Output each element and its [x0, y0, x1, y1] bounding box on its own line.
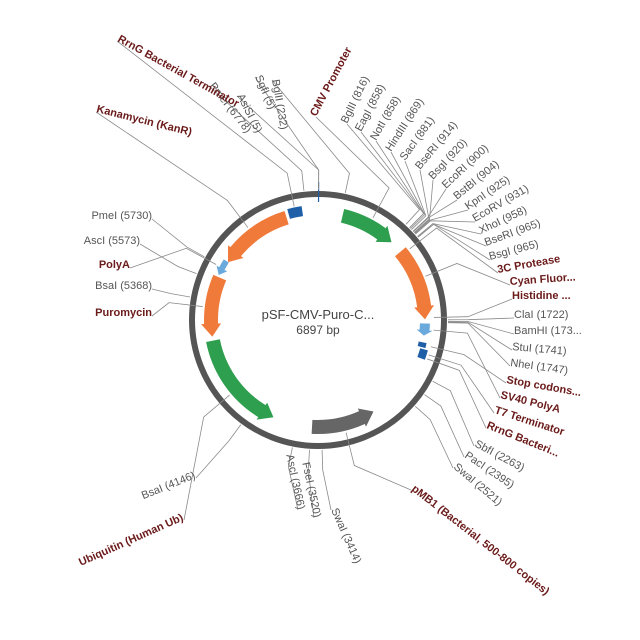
- leader-asci-5573: [139, 243, 197, 275]
- feature-t7: [417, 348, 428, 360]
- leader-cmv-label: [315, 116, 390, 219]
- site-label-clai-1722: ClaI (1722): [514, 309, 568, 321]
- leader-rrng1-label: [116, 40, 295, 207]
- site-label-pmei-5730: PmeI (5730): [91, 210, 152, 222]
- leader-stop-label: [430, 346, 507, 384]
- leader-pmei-5730: [151, 218, 205, 258]
- leader-bsai-5368: [151, 288, 191, 298]
- feature-label-ub-label: Ubiquitin (Human Ub): [77, 512, 185, 569]
- site-label-bsai-5368: BsaI (5368): [95, 280, 152, 292]
- site-label-nhei-1747: NheI (1747): [510, 357, 569, 377]
- feature-label-pmb1-label: pMB1 (Bacterial, 500-800 copies): [409, 483, 552, 598]
- leader-polya-label: [129, 247, 217, 269]
- leader-sbfi-2263: [432, 380, 475, 447]
- feature-polya: [216, 259, 229, 275]
- leader-bseri-914: [413, 169, 430, 233]
- feature-3c: [395, 247, 435, 320]
- leader-hindiii-869: [390, 151, 426, 229]
- site-label-bamhi-173: BamHI (173...: [514, 325, 582, 337]
- leader-puro-label: [151, 302, 203, 317]
- leader-kan-label: [95, 111, 249, 228]
- feature-label-rrng1-label: RrnG Bacterial Terminator: [116, 33, 242, 110]
- plasmid-length: 6897 bp: [296, 323, 340, 337]
- feature-puro: [201, 274, 227, 337]
- feature-label-his-label: Histidine ...: [512, 290, 571, 302]
- leader-bamhi-173: [447, 320, 515, 335]
- feature-rrng1: [287, 206, 304, 219]
- leader-paci-2395: [424, 394, 465, 458]
- site-label-asci-5573: AscI (5573): [84, 235, 140, 247]
- leader-3c-label: [409, 227, 499, 274]
- feature-stop: [417, 341, 427, 349]
- leader-ub-label: [183, 394, 230, 521]
- leader-nhei-1747: [447, 322, 511, 367]
- leader-cfp-label: [425, 263, 511, 286]
- leader-fsei-3520: [307, 449, 315, 519]
- leader-clai-1722: [447, 317, 515, 321]
- leader-pmei-6778: [208, 85, 305, 191]
- leader-bsgi-920: [414, 179, 434, 234]
- feature-label-polya-label: PolyA: [99, 259, 130, 271]
- leader-bglii-232: [271, 79, 350, 193]
- feature-pmb1: [311, 408, 374, 435]
- leader-bsgi-965: [417, 223, 491, 261]
- leader-swai-2521: [414, 405, 454, 469]
- feature-layer: [201, 181, 435, 435]
- feature-sv40: [416, 323, 433, 336]
- leader-kpni-925: [414, 209, 469, 234]
- leader-his-label: [433, 298, 513, 318]
- leader-asisi-5: [236, 95, 320, 191]
- leader-asci-3666: [288, 447, 299, 511]
- feature-ub: [206, 339, 274, 420]
- leader-pmb1-label: [345, 432, 412, 491]
- feature-kan: [227, 211, 289, 263]
- feature-label-puro-label: Puromycin: [95, 307, 152, 319]
- leader-swai-3414: [321, 449, 332, 511]
- site-label-stui-1741: StuI (1741): [512, 341, 567, 358]
- leader-saci-881: [404, 160, 427, 230]
- leader-t7-label: [428, 354, 495, 414]
- leader-noti-858: [375, 140, 425, 229]
- leader-xhoi-958: [417, 223, 482, 237]
- plasmid-name: pSF-CMV-Puro-C...: [262, 307, 375, 322]
- leader-stui-1741: [447, 321, 513, 351]
- feature-cmv: [340, 209, 392, 243]
- leader-ecori-900: [412, 188, 447, 232]
- feature-label-cfp-label: Cyan Fluor...: [509, 271, 576, 288]
- site-label-swai-3414: SwaI (3414): [328, 506, 363, 565]
- leader-bglii-816: [346, 123, 421, 225]
- leader-layer: [95, 40, 515, 521]
- leader-sv40-label: [433, 329, 501, 399]
- leader-bsai-4146: [195, 424, 242, 479]
- leader-bstbi-904: [413, 199, 458, 232]
- leader-ecorv-931: [415, 220, 476, 235]
- leader-rrng2-label: [427, 358, 487, 429]
